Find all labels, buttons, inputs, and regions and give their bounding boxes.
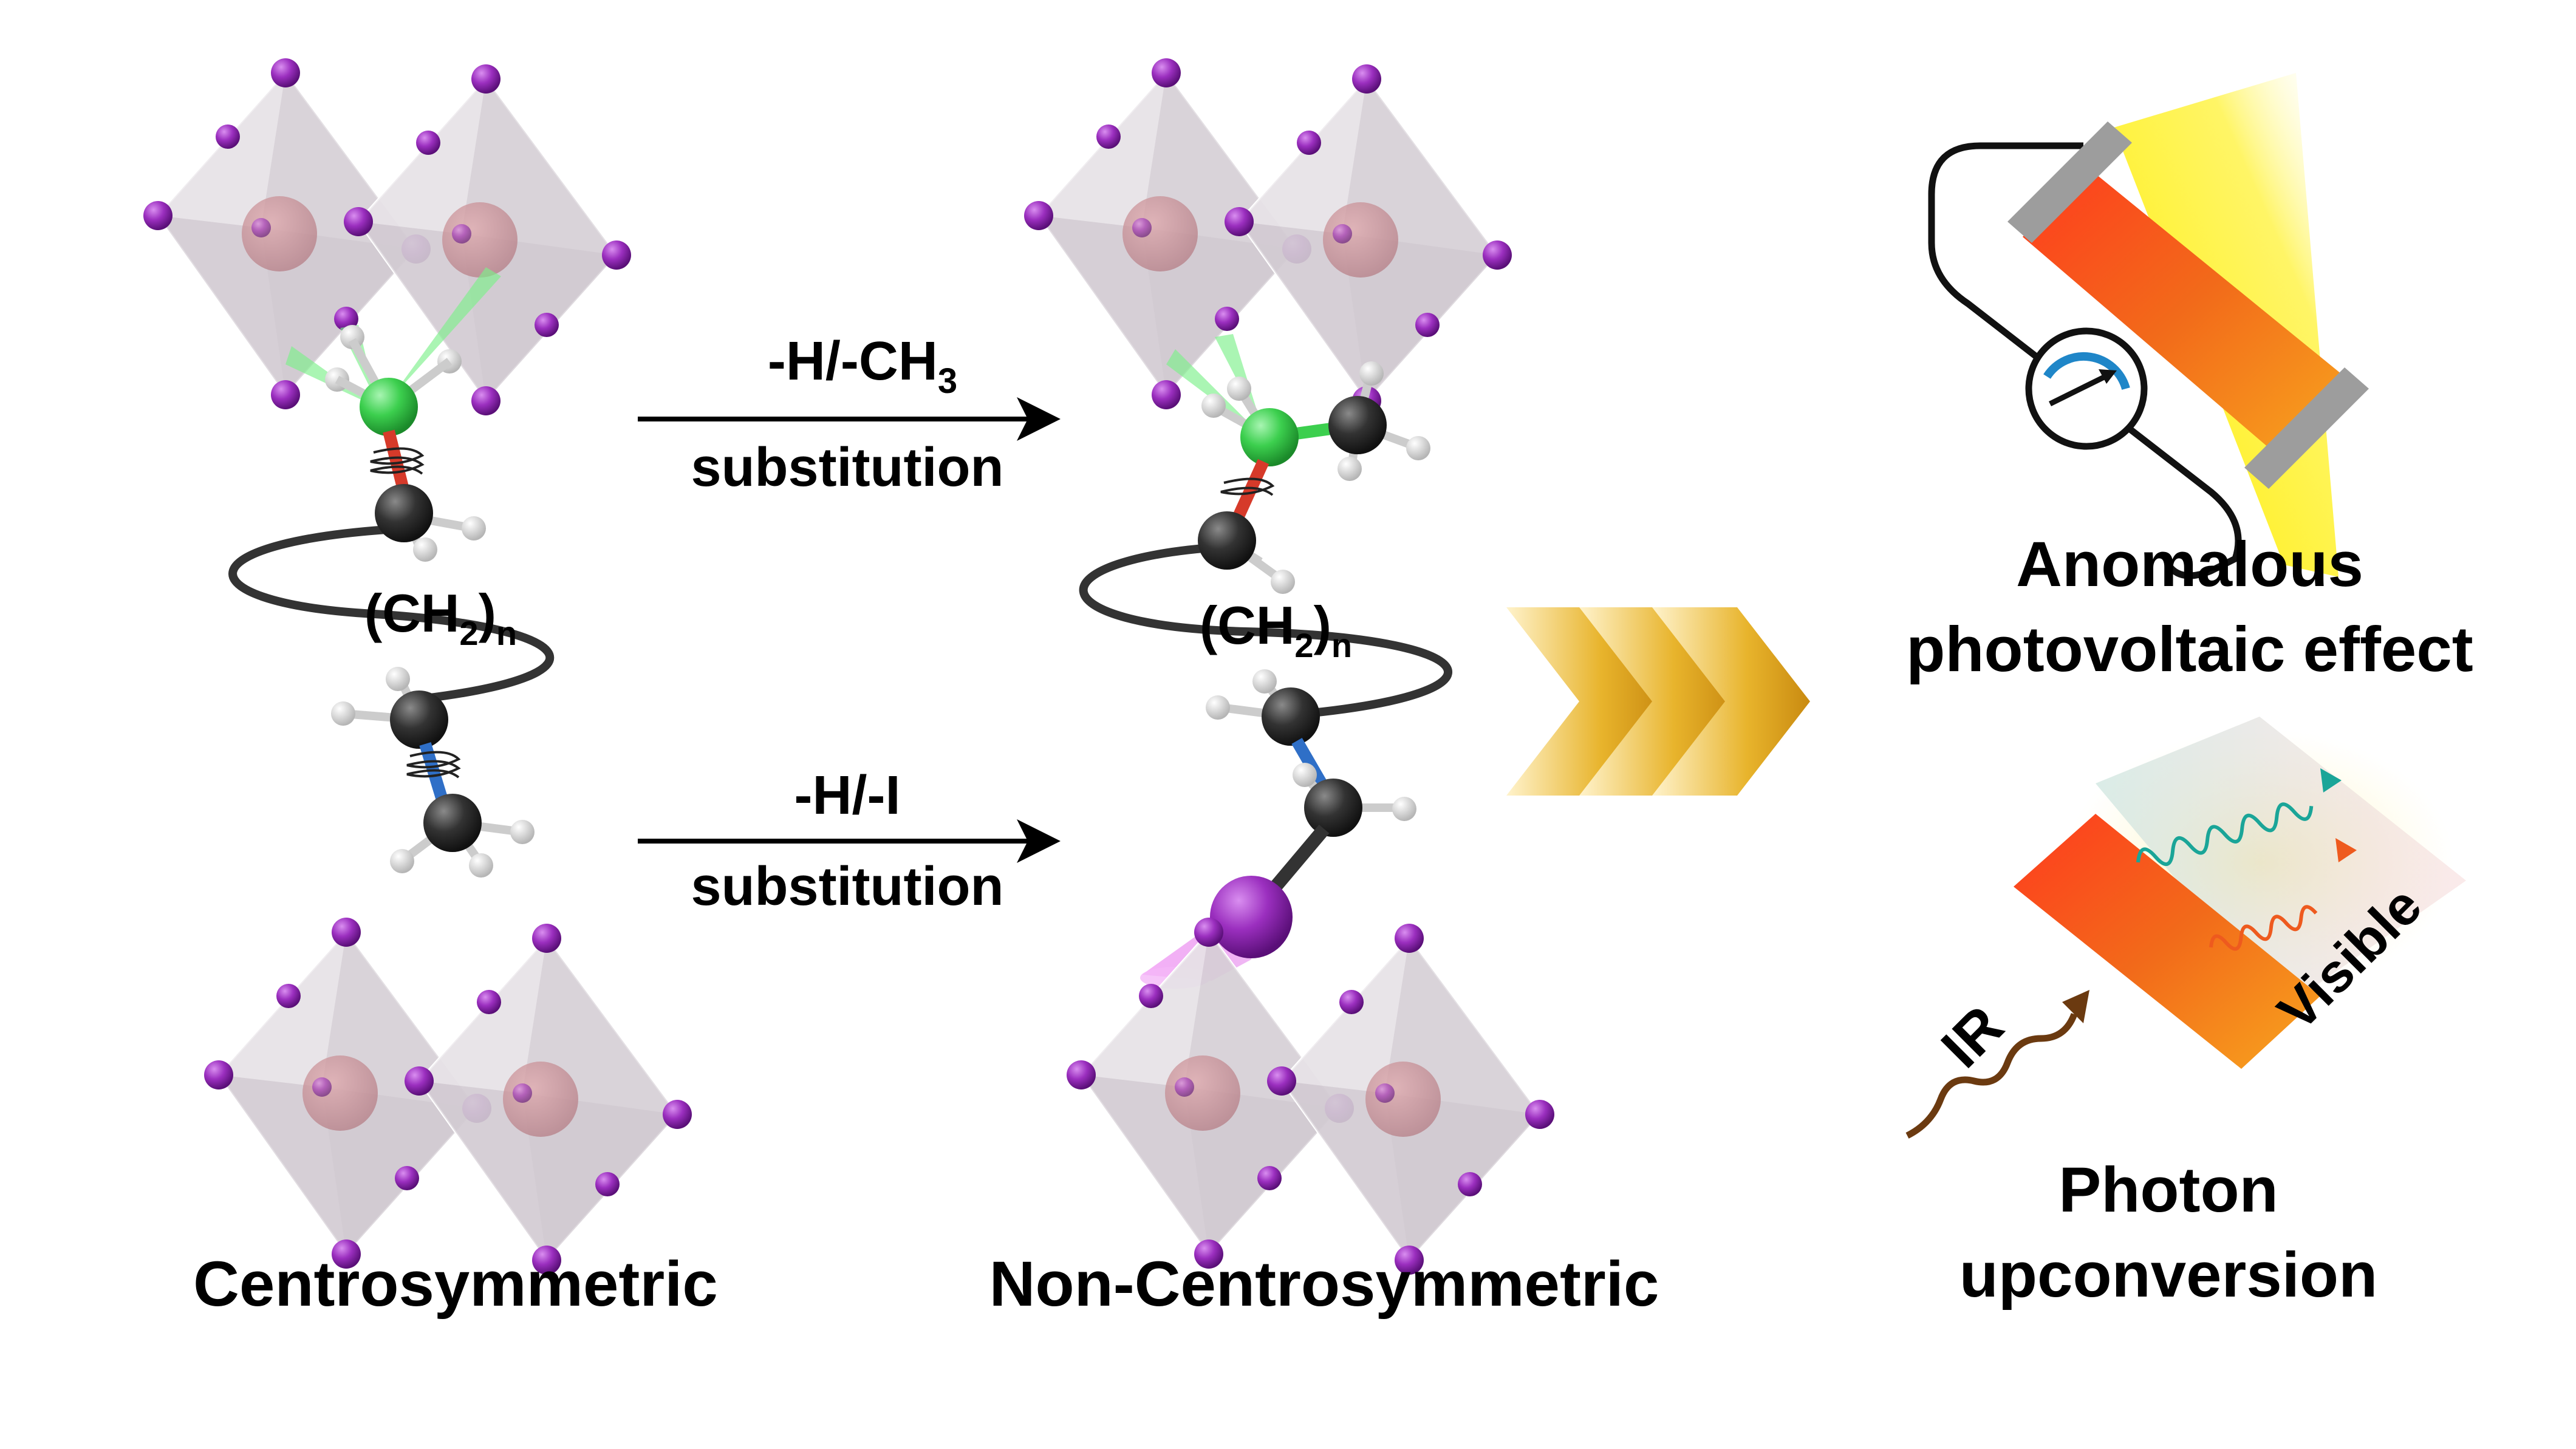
upconversion-line1: Photon (2058, 1154, 2278, 1226)
hydrogen-bond-cone (1166, 349, 1263, 437)
reaction-arrow-top: -H/-CH3 substitution (638, 331, 1061, 498)
alkyl-chain-loop (228, 524, 555, 703)
carbon-atom (1198, 511, 1256, 570)
upconversion-icon (1905, 717, 2466, 1139)
arrow-bottom-line2: substitution (691, 856, 1004, 917)
chain-label: (CH2)n (364, 583, 517, 652)
left-structure: (CH2)n (143, 58, 692, 1275)
carbon-atom (423, 794, 482, 852)
upconversion-line2: upconversion (1959, 1239, 2377, 1311)
photovoltaic-device-icon (1928, 73, 2369, 579)
alkyl-chain-loop (1079, 542, 1452, 718)
crystal-slab (2023, 164, 2345, 455)
left-panel-title: Centrosymmetric (193, 1249, 718, 1320)
rotation-spring-icon (370, 447, 425, 475)
electrode-bottom (2244, 367, 2369, 489)
middle-structure: (CH2)n (1024, 58, 1554, 1275)
wavy-photon-icon (2209, 905, 2318, 951)
emission-region (2096, 717, 2466, 1008)
lower-perovskite-layer (204, 918, 692, 1275)
carbon-atom (390, 690, 448, 749)
chain-label: (CH2)n (1200, 595, 1352, 664)
upper-perovskite-layer (143, 58, 631, 415)
lower-perovskite-layer (1067, 918, 1554, 1275)
arrow-top-line2: substitution (691, 437, 1004, 498)
rotation-spring-icon (406, 751, 461, 779)
carbon-atom (1262, 687, 1320, 746)
nitrogen-atom (360, 378, 418, 436)
reaction-arrow-bottom: -H/-I substitution (638, 765, 1061, 917)
wavy-photon-icon (1905, 1012, 2078, 1139)
methyl-carbon-atom (1328, 396, 1387, 454)
chevron-arrows-icon (1506, 607, 1810, 796)
carbon-atom (1304, 779, 1362, 837)
photovoltaic-line1: Anomalous (2016, 529, 2363, 600)
rotation-spring-icon (1220, 477, 1275, 496)
carbon-atom (375, 484, 433, 542)
middle-panel-title: Non-Centrosymmetric (989, 1249, 1659, 1320)
iodine-atom (1210, 876, 1293, 958)
nitrogen-atom (1240, 408, 1299, 466)
photovoltaic-line2: photovoltaic effect (1906, 614, 2473, 685)
upper-perovskite-layer (1024, 58, 1512, 415)
arrow-top-line1: -H/-CH3 (768, 331, 957, 401)
hydrogen-bond-cone (389, 267, 501, 401)
upconversion-crystal (2014, 814, 2320, 1069)
electrode-top (2007, 121, 2132, 243)
wavy-photon-icon (2136, 802, 2314, 866)
arrow-bottom-line1: -H/-I (794, 765, 901, 826)
